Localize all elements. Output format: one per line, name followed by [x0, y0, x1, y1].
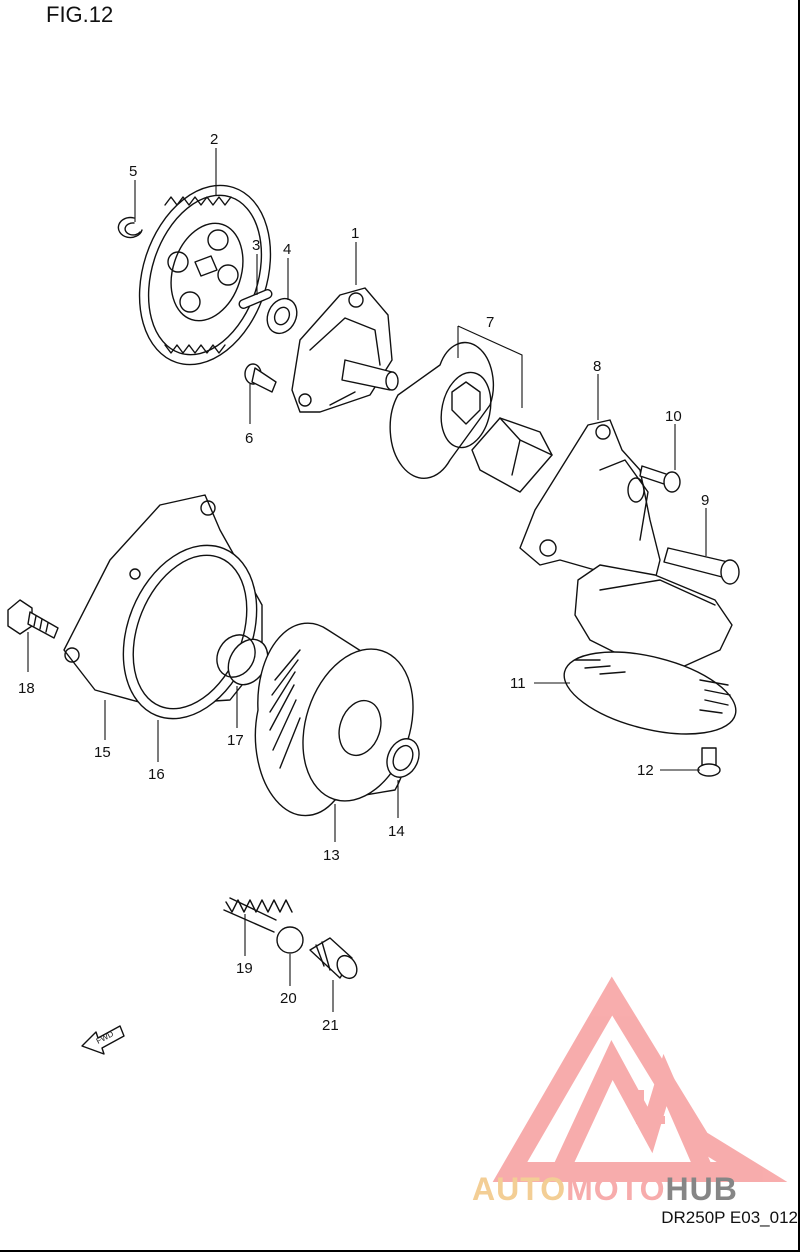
watermark-logo: AUTOMOTOHUB [472, 976, 788, 1207]
watermark-text: AUTOMOTOHUB [472, 1171, 738, 1207]
part-number-1: 1 [351, 225, 359, 242]
fwd-arrow: FWD [81, 1025, 125, 1055]
part-number-12: 12 [637, 762, 654, 779]
part-number-17: 17 [227, 732, 244, 749]
part-number-18: 18 [18, 680, 35, 697]
part-7-rotor-inner [471, 417, 553, 493]
figure-title: FIG.12 [46, 2, 114, 27]
part-number-3: 3 [252, 237, 260, 254]
part-number-20: 20 [280, 990, 297, 1007]
part-3-pin [238, 289, 273, 309]
part-9-bolt [663, 547, 740, 585]
part-number-14: 14 [388, 823, 405, 840]
part-number-16: 16 [148, 766, 165, 783]
right-border [798, 0, 800, 1252]
part-12-screw [697, 747, 721, 777]
watermark-m-stroke [551, 1039, 714, 1176]
figure-code: DR250P E03_012 [661, 1208, 798, 1227]
part-7-bracket [457, 325, 523, 408]
part-8-strainer-housing [519, 419, 661, 591]
part-number-21: 21 [322, 1017, 339, 1034]
part-number-6: 6 [245, 430, 253, 447]
part-14-o-ring [386, 738, 420, 778]
part-number-8: 8 [593, 358, 601, 375]
part-number-7: 7 [486, 314, 494, 331]
bottom-border [0, 1250, 800, 1252]
part-18-bolt [7, 599, 59, 639]
part-number-labels: 1 2 3 4 5 6 7 8 9 10 11 12 13 14 15 16 1… [18, 131, 709, 1034]
part-number-11: 11 [510, 675, 526, 692]
part-5-circlip [117, 216, 143, 239]
part-11-strainer-cup [563, 564, 737, 735]
part-21-plug [309, 937, 358, 980]
part-1-pump-body [291, 287, 399, 413]
part-7-rotor-outer [389, 341, 495, 479]
part-number-2: 2 [210, 131, 218, 148]
part-19-spring [223, 897, 293, 933]
part-number-13: 13 [323, 847, 340, 864]
part-number-10: 10 [665, 408, 682, 425]
part-20-ball [276, 926, 304, 954]
part-2-gear [138, 184, 272, 366]
part-number-15: 15 [94, 744, 111, 761]
part-number-4: 4 [283, 241, 291, 258]
part-4-washer [266, 297, 298, 335]
part-6-screw [244, 363, 277, 393]
leader-lines [27, 148, 707, 1012]
part-13-oil-filter [254, 622, 414, 817]
watermark-inner-triangle [636, 1090, 665, 1124]
part-number-5: 5 [129, 163, 137, 180]
part-10-bolt [639, 465, 681, 493]
part-number-9: 9 [701, 492, 709, 509]
part-number-19: 19 [236, 960, 253, 977]
